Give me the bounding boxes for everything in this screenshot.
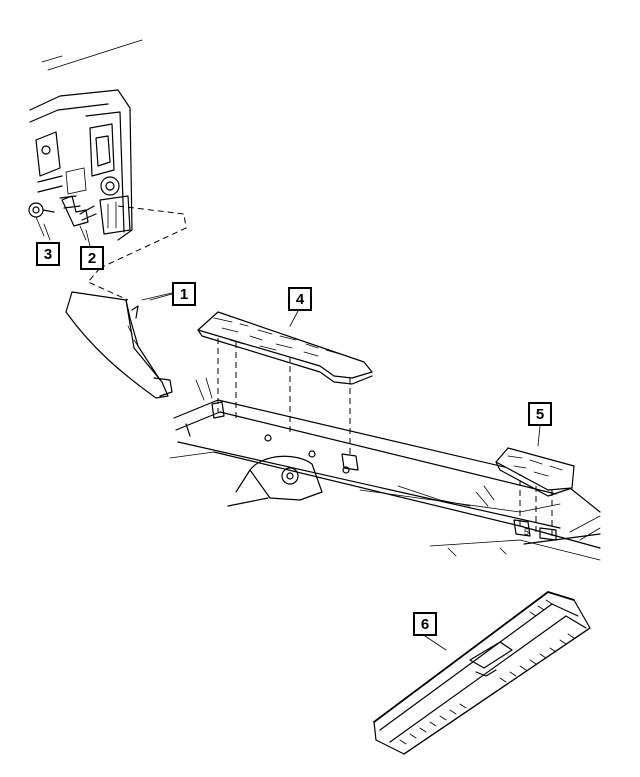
part-1-cowl-panel — [65, 267, 177, 399]
callout-4[interactable]: 4 — [288, 287, 312, 311]
part-4-front-sill-plate — [195, 311, 373, 471]
part-6-scuff-plate — [373, 591, 591, 755]
a-pillar-assembly — [29, 39, 187, 269]
callout-3[interactable]: 3 — [36, 242, 60, 266]
part-5-rear-sill-plate — [475, 447, 575, 541]
part-3-fastener — [28, 202, 55, 237]
callout-5[interactable]: 5 — [528, 402, 552, 426]
callout-2[interactable]: 2 — [80, 246, 104, 270]
floor-rocker-structure — [169, 399, 601, 561]
leader-lines — [43, 223, 541, 651]
callout-6[interactable]: 6 — [413, 612, 437, 636]
part-2-bracket — [61, 195, 97, 241]
floor-stamp-five: 5 — [524, 527, 530, 537]
callout-1[interactable]: 1 — [172, 282, 196, 306]
